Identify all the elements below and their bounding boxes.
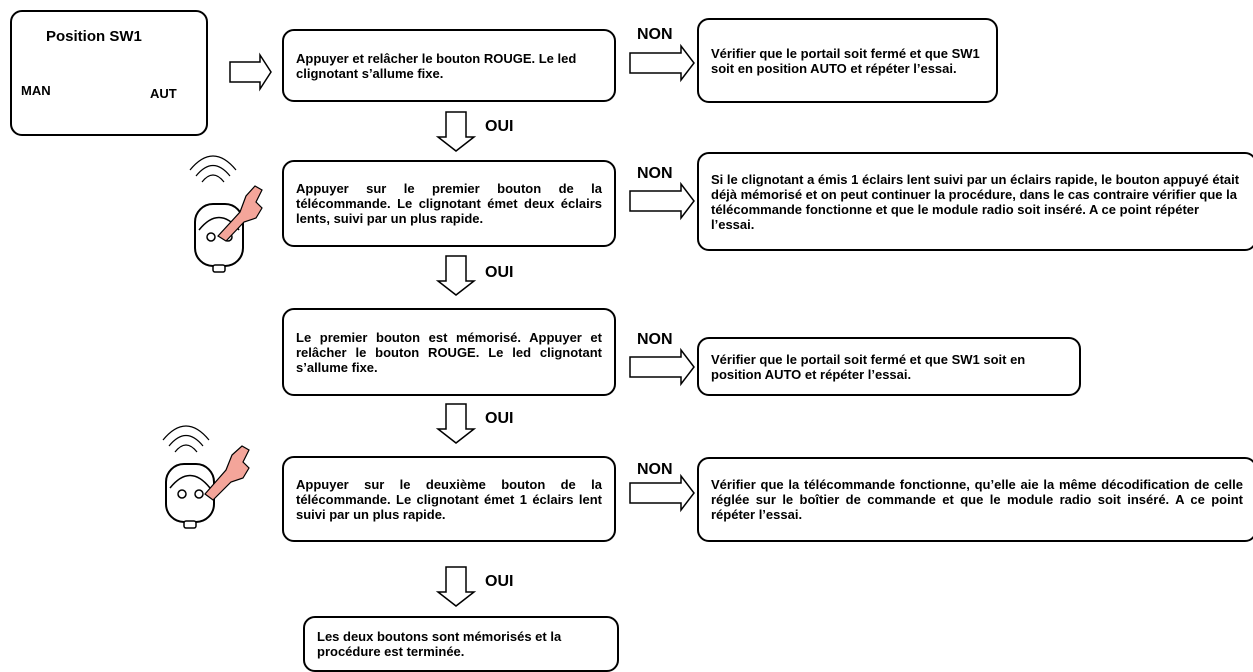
step-text-2: Appuyer sur le premier bouton de la télé… — [296, 181, 602, 226]
remote-control-icon-1 — [189, 155, 263, 273]
step-box-3: Le premier bouton est mémorisé. Appuyer … — [282, 308, 616, 396]
non-result-box-4: Vérifier que la télécommande fonctionne,… — [697, 457, 1253, 542]
oui-arrow-3 — [435, 403, 477, 444]
oui-label-3: OUI — [485, 410, 514, 427]
step-box-5: Les deux boutons sont mémorisés et la pr… — [303, 616, 619, 672]
non-result-text-1: Vérifier que le portail soit fermé et qu… — [711, 45, 980, 76]
oui-arrow-1 — [435, 111, 477, 152]
non-result-box-3: Vérifier que le portail soit fermé et qu… — [697, 337, 1081, 396]
step-text-3: Le premier bouton est mémorisé. Appuyer … — [296, 329, 602, 375]
oui-label-4: OUI — [485, 573, 514, 590]
step-box-2: Appuyer sur le premier bouton de la télé… — [282, 160, 616, 247]
switch-to-step1-arrow — [229, 52, 272, 92]
switch-position-box — [10, 10, 208, 136]
non-result-text-3: Vérifier que le portail soit fermé et qu… — [711, 351, 1026, 382]
oui-arrow-4 — [435, 566, 477, 607]
non-label-4: NON — [637, 461, 673, 478]
step-text-4: Appuyer sur le deuxième bouton de la tél… — [296, 476, 602, 522]
step-box-4: Appuyer sur le deuxième bouton de la tél… — [282, 456, 616, 542]
non-label-2: NON — [637, 165, 673, 182]
oui-arrow-2 — [435, 255, 477, 296]
step-text-5: Les deux boutons sont mémorisés et la pr… — [317, 629, 562, 659]
switch-man-label: MAN — [21, 83, 51, 98]
non-arrow-1 — [629, 43, 695, 83]
non-result-box-2: Si le clignotant a émis 1 éclairs lent s… — [697, 152, 1253, 251]
non-result-text-2: Si le clignotant a émis 1 éclairs lent s… — [711, 171, 1240, 232]
non-arrow-4 — [629, 473, 695, 513]
switch-aut-label: AUT — [150, 86, 177, 101]
step-box-1: Appuyer et relâcher le bouton ROUGE. Le … — [282, 29, 616, 102]
step-text-1: Appuyer et relâcher le bouton ROUGE. Le … — [296, 50, 577, 81]
remote-control-icon-2 — [162, 425, 250, 529]
switch-title: Position SW1 — [46, 28, 142, 45]
non-label-1: NON — [637, 26, 673, 43]
non-result-box-1: Vérifier que le portail soit fermé et qu… — [697, 18, 998, 103]
non-label-3: NON — [637, 331, 673, 348]
oui-label-1: OUI — [485, 118, 514, 135]
non-arrow-3 — [629, 347, 695, 387]
oui-label-2: OUI — [485, 264, 514, 281]
non-result-text-4: Vérifier que la télécommande fonctionne,… — [711, 477, 1243, 522]
non-arrow-2 — [629, 181, 695, 221]
